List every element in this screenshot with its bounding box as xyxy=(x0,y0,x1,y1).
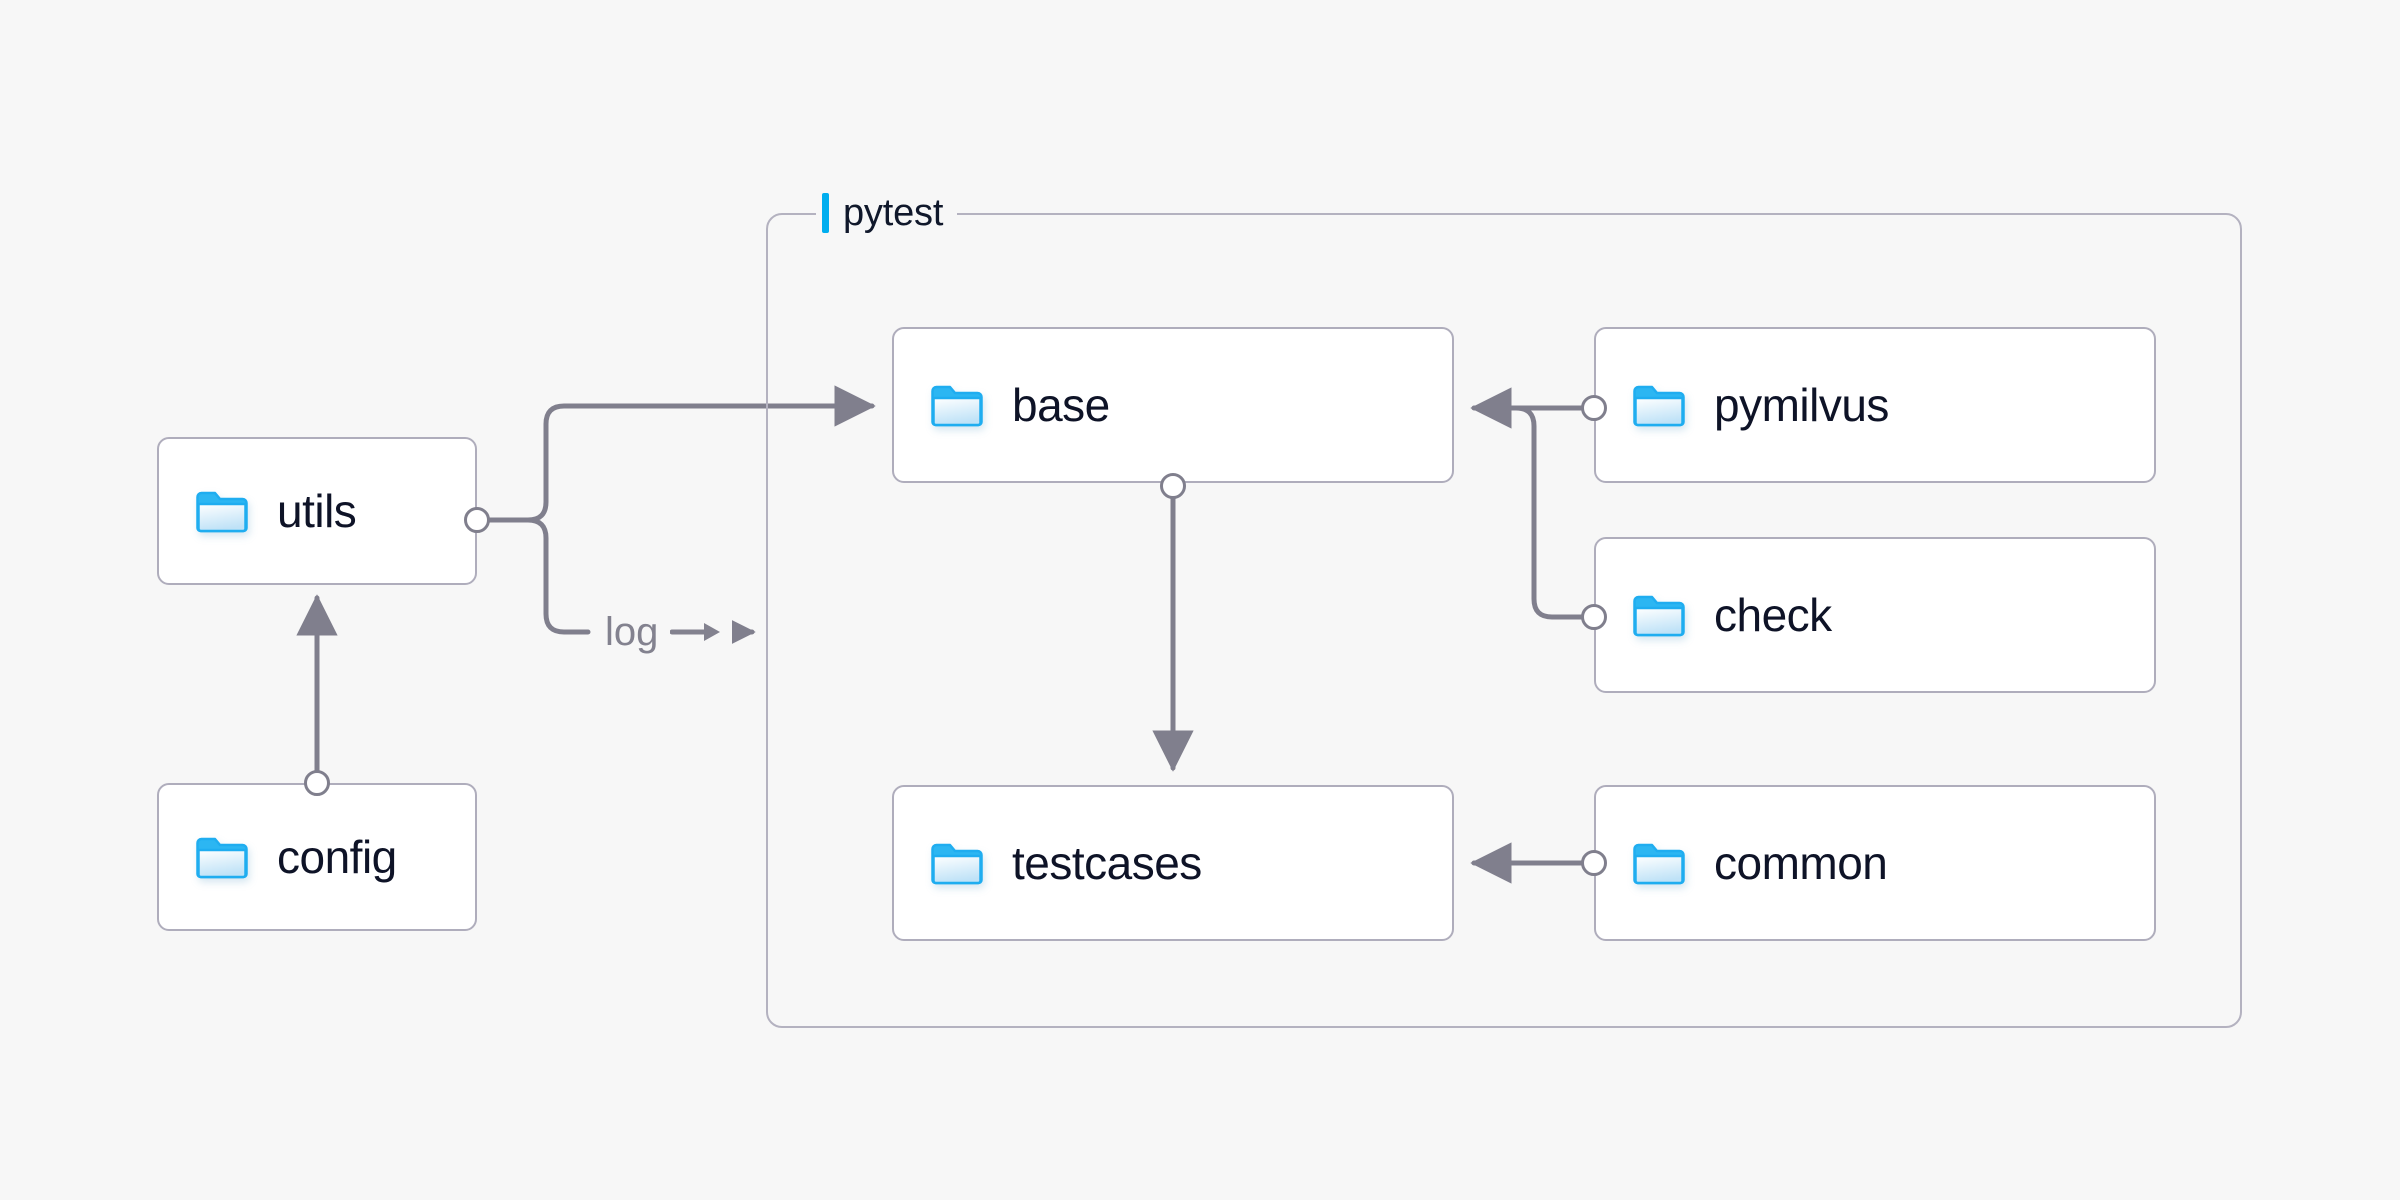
check-source-dot[interactable] xyxy=(1581,604,1607,630)
node-label: config xyxy=(277,831,397,883)
node-label: check xyxy=(1714,589,1832,641)
node-label: utils xyxy=(277,485,357,537)
base-source-dot[interactable] xyxy=(1160,473,1186,499)
node-check[interactable]: check xyxy=(1594,537,2156,693)
log-edge-label: log xyxy=(595,608,733,656)
node-label: testcases xyxy=(1012,837,1202,889)
folder-icon xyxy=(195,488,249,534)
folder-icon xyxy=(930,382,984,428)
edge-utils-to-log xyxy=(525,517,591,635)
group-pytest-label: pytest xyxy=(816,191,958,235)
pymilvus-source-dot[interactable] xyxy=(1581,395,1607,421)
common-source-dot[interactable] xyxy=(1581,850,1607,876)
node-label: common xyxy=(1714,837,1888,889)
folder-icon xyxy=(195,834,249,880)
node-utils[interactable]: utils xyxy=(157,437,477,585)
node-base[interactable]: base xyxy=(892,327,1454,483)
node-pymilvus[interactable]: pymilvus xyxy=(1594,327,2156,483)
group-pytest[interactable] xyxy=(766,213,2242,1028)
folder-icon xyxy=(930,840,984,886)
folder-icon xyxy=(1632,840,1686,886)
utils-source-dot[interactable] xyxy=(464,507,490,533)
folder-icon xyxy=(1632,382,1686,428)
node-label: base xyxy=(1012,379,1110,431)
log-edge-label-text: log xyxy=(605,610,659,654)
log-arrow-icon xyxy=(670,623,721,641)
group-label-text: pytest xyxy=(843,192,944,234)
node-config[interactable]: config xyxy=(157,783,477,931)
config-source-dot[interactable] xyxy=(304,770,330,796)
node-testcases[interactable]: testcases xyxy=(892,785,1454,941)
group-accent-bar xyxy=(822,193,829,233)
node-common[interactable]: common xyxy=(1594,785,2156,941)
node-label: pymilvus xyxy=(1714,379,1889,431)
folder-icon xyxy=(1632,592,1686,638)
